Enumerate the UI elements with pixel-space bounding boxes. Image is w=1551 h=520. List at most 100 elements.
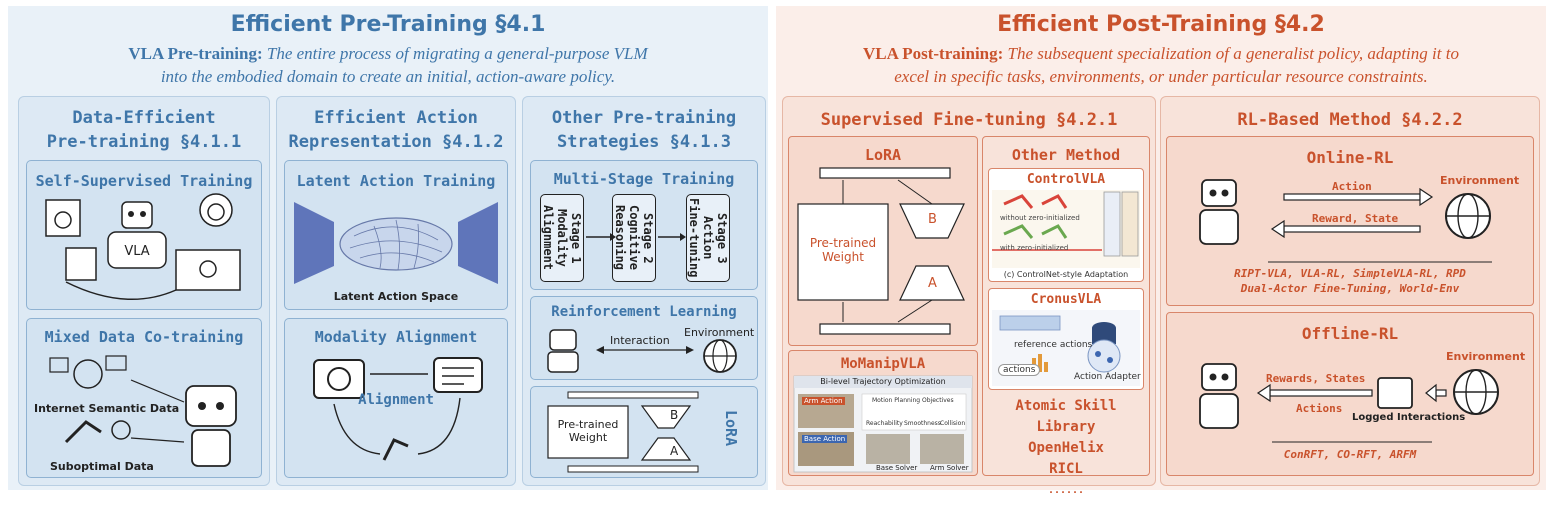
- cronusvla-title: CronusVLA: [1030, 292, 1102, 307]
- offline-rl-illustration: [1199, 363, 1499, 443]
- momanipvla-title: MoManipVLA: [840, 356, 926, 372]
- stage-arrows: [586, 233, 686, 241]
- data-efficient-title: Data-Efficient Pre-training §4.1.1: [18, 106, 270, 154]
- stage-2-box: Stage 2 Cognitive Reasoning: [612, 194, 656, 282]
- reference-actions-label: reference actions: [1014, 340, 1093, 350]
- suboptimal-data-label: Suboptimal Data: [50, 460, 154, 473]
- robot-icon: [549, 329, 577, 351]
- apple-card-icon-2: [65, 247, 97, 281]
- offline-rl-title: Offline-RL: [1301, 324, 1399, 343]
- data-efficient-title-2: Pre-training §4.1.1: [46, 132, 242, 152]
- posttraining-def-label: VLA Post-training:: [863, 44, 1004, 63]
- reinforcement-learning-title: Reinforcement Learning: [551, 304, 737, 320]
- method-ellipsis: ......: [1047, 485, 1085, 496]
- reward-arrow: [1283, 225, 1421, 233]
- sft-lora-a-label: A: [928, 276, 937, 291]
- multi-stage-title: Multi-Stage Training: [553, 170, 735, 188]
- self-supervised-title: Self-Supervised Training: [35, 172, 253, 190]
- pretrain-lora-a: A: [670, 444, 679, 458]
- sft-lora-title: LoRA: [864, 146, 902, 164]
- online-rl-illustration: [1199, 179, 1492, 263]
- online-methods-1: RIPT-VLA, VLA-RL, SimpleVLA-RL, RPD: [1234, 267, 1466, 280]
- controlvla-figure: [992, 190, 1140, 268]
- offline-methods: ConRFT, CO-RFT, ARFM: [1283, 448, 1417, 461]
- robot-arm-icon: [64, 420, 102, 444]
- base-action-label: Base Action: [802, 435, 848, 443]
- stage-1-box: Stage 1 Modality Alignment: [540, 194, 584, 282]
- motion-objectives-label: Motion Planning Objectives: [872, 397, 954, 404]
- camera-icon: [313, 359, 365, 399]
- lora-a-block: [640, 437, 692, 461]
- momanipvla-figure: [793, 375, 973, 473]
- reachability-label: Reachability: [866, 420, 903, 427]
- logged-interactions-label: Logged Interactions: [1352, 412, 1466, 423]
- posttraining-definition: VLA Post-training: The subsequent specia…: [776, 42, 1546, 88]
- robot-icon: [1201, 179, 1237, 207]
- other-pretraining-title: Other Pre-training Strategies §4.1.3: [522, 106, 766, 154]
- sft-lora-illustration: [797, 167, 965, 335]
- collision-label: Collision: [940, 420, 966, 427]
- online-methods: RIPT-VLA, VLA-RL, SimpleVLA-RL, RPD Dual…: [1166, 266, 1534, 296]
- other-method-title: Other Method: [1011, 146, 1121, 164]
- action-representation-title: Efficient Action Representation §4.1.2: [276, 106, 516, 154]
- other-pretraining-title-2: Strategies §4.1.3: [557, 132, 731, 152]
- controlvla-caption: (c) ControlNet-style Adaptation: [1003, 270, 1129, 279]
- mixed-data-illustration: [49, 355, 237, 467]
- pretraining-def-label: VLA Pre-training:: [128, 44, 263, 63]
- data-efficient-title-1: Data-Efficient: [72, 108, 216, 128]
- sft-lora-b-block: [899, 203, 965, 239]
- sft-lora-b-label: B: [928, 212, 937, 227]
- rl-illustration: [547, 329, 737, 373]
- action-representation-title-2: Representation §4.1.2: [288, 132, 504, 152]
- vla-label: VLA: [124, 244, 149, 259]
- sft-pretrained-weight-block: [797, 203, 889, 301]
- stage-3-box: Stage 3 Action Fine-tuning: [686, 194, 730, 282]
- actions-label-offline: Actions: [1296, 402, 1343, 415]
- internet-semantic-label: Internet Semantic Data: [34, 402, 180, 415]
- self-supervised-illustration: VLA: [45, 193, 241, 301]
- lora-pretrain-illustration: [547, 391, 699, 473]
- arm-solver-label: Arm Solver: [930, 464, 969, 472]
- pretraining-title: Efficient Pre-Training §4.1: [230, 12, 546, 37]
- speech-bubble-icon: [433, 357, 483, 393]
- folder-icon: [1377, 377, 1413, 409]
- method-openhelix: OpenHelix: [1028, 440, 1104, 456]
- pretrain-weight-label: Pre-trained Weight: [557, 418, 619, 444]
- posttraining-title: Efficient Post-Training §4.2: [997, 12, 1325, 37]
- with-zero-init-label: with zero-initialized: [1000, 244, 1069, 252]
- online-rl-title: Online-RL: [1306, 148, 1394, 167]
- modality-alignment-illustration: [313, 357, 483, 461]
- reward-state-label: Reward, State: [1312, 212, 1399, 225]
- latent-action-title: Latent Action Training: [296, 172, 496, 190]
- action-adapter-label: Action Adapter: [1074, 372, 1141, 382]
- action-representation-title-1: Efficient Action: [314, 108, 478, 128]
- globe-icon: [73, 359, 103, 389]
- interaction-label: Interaction: [610, 334, 670, 347]
- other-pretraining-title-1: Other Pre-training: [551, 108, 737, 128]
- pretraining-def-text-2: into the embodied domain to create an in…: [160, 67, 616, 86]
- x-circle-icon: [111, 420, 131, 440]
- actions-label: actions: [998, 364, 1041, 376]
- online-action-label: Action: [1332, 180, 1372, 193]
- method-atomic-skill: Atomic Skill Library: [1015, 398, 1117, 435]
- robot-arm-icon: [382, 438, 409, 461]
- offline-data-arrow: [1269, 389, 1373, 397]
- robot-icon: [185, 385, 237, 427]
- decoder-shape: [458, 202, 498, 284]
- pretrain-lora-b: B: [670, 408, 679, 422]
- pretrain-lora-label: LoRA: [722, 410, 740, 447]
- latent-surface: [339, 217, 453, 271]
- pretraining-definition: VLA Pre-training: The entire process of …: [8, 42, 768, 88]
- cycle-arrow: [65, 281, 177, 301]
- encoder-shape: [294, 202, 334, 284]
- pretrained-weight-block: [547, 405, 629, 459]
- sft-lora-a-block: [899, 265, 965, 301]
- monitor-icon: [175, 249, 241, 291]
- rl-environment-label: Environment: [684, 326, 755, 339]
- pretraining-def-text-1: The entire process of migrating a genera…: [266, 44, 648, 63]
- action-arrow: [1283, 193, 1421, 201]
- rewards-states-label: Rewards, States: [1266, 372, 1366, 385]
- arm-action-label: Arm Action: [802, 397, 845, 405]
- robot-head-icon: [121, 201, 153, 229]
- modality-alignment-title: Modality Alignment: [314, 328, 478, 346]
